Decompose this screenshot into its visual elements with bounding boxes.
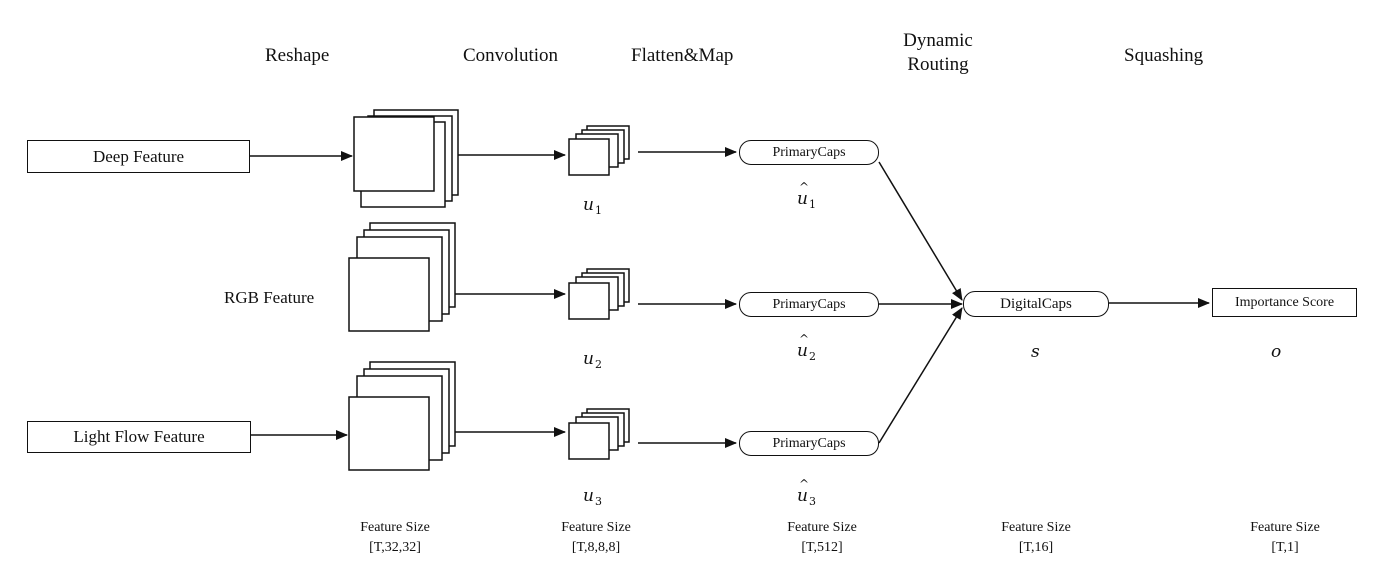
symbol-u1: u1 — [583, 195, 602, 217]
symbol-u-hat-1-subscript: 1 — [808, 198, 816, 211]
primary-caps-3: PrimaryCaps — [739, 431, 879, 456]
feature-size-label: Feature Size — [787, 520, 857, 535]
feature-size-reshape: Feature Size [T,32,32] — [340, 518, 450, 558]
feature-size-digital-caps: Feature Size [T,16] — [981, 518, 1091, 558]
importance-score-box: Importance Score — [1212, 288, 1357, 317]
symbol-u-hat-3-subscript: 3 — [808, 495, 816, 508]
feature-size-primary-caps: Feature Size [T,512] — [767, 518, 877, 558]
symbol-u3-base: u — [583, 486, 594, 506]
feature-size-label: Feature Size — [1250, 520, 1320, 535]
feature-size-label: Feature Size — [360, 520, 430, 535]
stage-flatten-map-header: Flatten&Map — [631, 45, 734, 66]
symbol-u-hat-3: u3 — [797, 477, 816, 508]
feature-size-label: Feature Size — [1001, 520, 1071, 535]
conv-1-front — [568, 138, 610, 176]
feature-size-value: [T,32,32] — [369, 540, 421, 555]
stage-reshape-header: Reshape — [265, 45, 330, 66]
symbol-u-hat-1: u1 — [797, 180, 816, 211]
symbol-u-hat-2-subscript: 2 — [808, 350, 816, 363]
input-rgb-feature: RGB Feature — [224, 288, 315, 307]
feature-size-label: Feature Size — [561, 520, 631, 535]
symbol-u-hat-2-base: u — [797, 332, 809, 361]
symbol-u1-subscript: 1 — [594, 204, 602, 217]
stage-squashing-header: Squashing — [1124, 45, 1204, 66]
primary-caps-2: PrimaryCaps — [739, 292, 879, 317]
feature-size-convolution: Feature Size [T,8,8,8] — [541, 518, 651, 558]
reshape-3-front-square — [348, 396, 430, 471]
arrow-primary1-to-digital — [878, 161, 963, 301]
symbol-u2-base: u — [583, 349, 594, 369]
symbol-u1-base: u — [583, 195, 594, 215]
symbol-u-hat-1-base: u — [797, 180, 809, 209]
symbol-s: s — [1031, 342, 1040, 362]
conv-3-front — [568, 422, 610, 460]
input-deep-feature: Deep Feature — [27, 140, 250, 173]
stage-convolution-header: Convolution — [463, 45, 559, 66]
symbol-u2-subscript: 2 — [594, 358, 602, 371]
feature-size-output: Feature Size [T,1] — [1230, 518, 1340, 558]
symbol-u3: u3 — [583, 486, 602, 508]
feature-size-value: [T,8,8,8] — [571, 540, 621, 555]
symbol-u2: u2 — [583, 349, 602, 371]
arrow-primary3-to-digital — [878, 307, 963, 444]
digital-caps: DigitalCaps — [963, 291, 1109, 317]
stage-dynamic-routing-header: Dynamic Routing — [893, 29, 983, 77]
feature-size-value: [T,512] — [801, 540, 843, 555]
primary-caps-1: PrimaryCaps — [739, 140, 879, 165]
stage-dynamic-routing-line-2: Routing — [907, 54, 969, 75]
symbol-u3-subscript: 3 — [594, 495, 602, 508]
stage-dynamic-routing-line-1: Dynamic — [903, 30, 973, 51]
feature-size-value: [T,1] — [1271, 540, 1299, 555]
reshape-1-front-square — [353, 116, 435, 192]
input-light-flow-feature: Light Flow Feature — [27, 421, 251, 453]
feature-size-value: [T,16] — [1018, 540, 1054, 555]
symbol-u-hat-2: u2 — [797, 332, 816, 363]
conv-2-front — [568, 282, 610, 320]
symbol-o: o — [1271, 342, 1282, 362]
symbol-u-hat-3-base: u — [797, 477, 809, 506]
reshape-2-front-square — [348, 257, 430, 332]
